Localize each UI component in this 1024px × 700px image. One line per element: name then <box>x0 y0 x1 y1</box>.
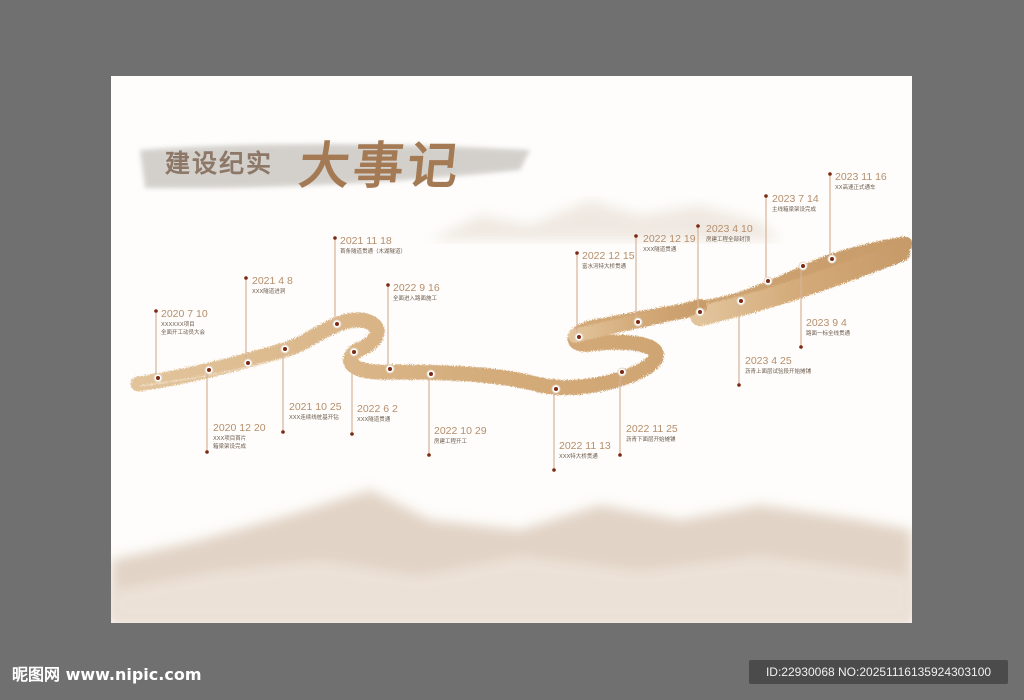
event-caption: XXX隧道贯通 <box>357 417 391 423</box>
event-caption: 沥青上面层试验段开始摊铺 <box>745 369 812 375</box>
event-line-end-dot <box>737 383 741 387</box>
event-caption: 富水河特大桥贯通 <box>582 264 627 270</box>
event-line-end-dot <box>281 430 285 434</box>
event-caption: XXX隧道贯通 <box>643 247 677 253</box>
event-marker-dot <box>246 361 250 365</box>
event-date: 2023 7 14 <box>772 193 819 205</box>
event-date: 2023 9 4 <box>806 317 847 329</box>
event-marker-dot <box>739 299 743 303</box>
event-marker-dot <box>156 376 160 380</box>
event-caption: XXX项目首片 箱梁架设完成 <box>213 436 247 450</box>
event-caption: 首条隧道贯通（木湖隧道） <box>340 249 407 255</box>
event-marker-dot <box>207 368 211 372</box>
event-line-end-dot <box>386 283 390 287</box>
event-line-end-dot <box>634 234 638 238</box>
event-date: 2022 12 15 <box>582 250 635 262</box>
event-line-end-dot <box>799 345 803 349</box>
event-marker-dot <box>636 320 640 324</box>
event-line-end-dot <box>575 251 579 255</box>
event-line-end-dot <box>618 453 622 457</box>
mountains-bottom-front <box>111 555 912 623</box>
event-date: 2023 4 10 <box>706 223 753 235</box>
event-marker-dot <box>429 372 433 376</box>
event-marker-dot <box>577 335 581 339</box>
event-caption: XXX隧道进洞 <box>252 289 286 295</box>
event-date: 2022 6 2 <box>357 403 398 415</box>
event-line-end-dot <box>696 224 700 228</box>
mountains-top <box>430 200 780 240</box>
event-date: 2021 11 18 <box>340 235 392 247</box>
event-line-end-dot <box>333 236 337 240</box>
title-brush-backdrop <box>140 144 530 189</box>
event-marker-dot <box>283 347 287 351</box>
event-line-end-dot <box>828 172 832 176</box>
event-marker-dot <box>620 370 624 374</box>
event-date: 2022 11 13 <box>559 440 611 452</box>
event-marker-dot <box>335 322 339 326</box>
event-caption: 沥青下面层开始摊铺 <box>626 437 676 443</box>
event-caption: 全面进入路面施工 <box>393 296 438 302</box>
event-date: 2022 11 25 <box>626 423 678 435</box>
event-marker-dot <box>766 279 770 283</box>
event-line-end-dot <box>427 453 431 457</box>
event-date: 2023 11 16 <box>835 171 887 183</box>
event-caption: XXXXXX项目 全面开工动员大会 <box>161 322 206 336</box>
event-date: 2023 4 25 <box>745 355 792 367</box>
event-caption: XXX连续线桩基开钻 <box>289 415 339 421</box>
event-date: 2021 10 25 <box>289 401 342 413</box>
event-caption: XX高速正式通车 <box>835 185 876 191</box>
event-line-end-dot <box>244 276 248 280</box>
event-caption: XXX特大桥贯通 <box>559 454 598 460</box>
event-marker-dot <box>554 387 558 391</box>
event-marker-dot <box>388 367 392 371</box>
event-line-end-dot <box>350 432 354 436</box>
event-date: 2020 7 10 <box>161 308 208 320</box>
event-date: 2020 12 20 <box>213 422 266 434</box>
event-line-end-dot <box>205 450 209 454</box>
event-date: 2022 10 29 <box>434 425 487 437</box>
event-marker-dot <box>352 350 356 354</box>
page-title: 大事记 <box>296 136 465 195</box>
event-date: 2021 4 8 <box>252 275 293 287</box>
subtitle: 建设纪实 <box>165 149 274 178</box>
watermark-logo: 昵图网 www.nipic.com <box>12 665 202 684</box>
event-line-end-dot <box>154 309 158 313</box>
event-date: 2022 12 19 <box>643 233 696 245</box>
event-marker-dot <box>698 310 702 314</box>
event-caption: 路面一标全线贯通 <box>806 331 851 337</box>
event-marker-dot <box>830 257 834 261</box>
event-line-end-dot <box>764 194 768 198</box>
event-caption: 房建工程开工 <box>434 439 468 445</box>
event-caption: 房建工程全部封顶 <box>706 237 751 243</box>
event-line-end-dot <box>552 468 556 472</box>
watermark-id: ID:22930068 NO:20251116135924303100 <box>749 660 1008 684</box>
event-date: 2022 9 16 <box>393 282 440 294</box>
event-caption: 主线箱梁架设完成 <box>772 207 817 213</box>
event-marker-dot <box>801 264 805 268</box>
